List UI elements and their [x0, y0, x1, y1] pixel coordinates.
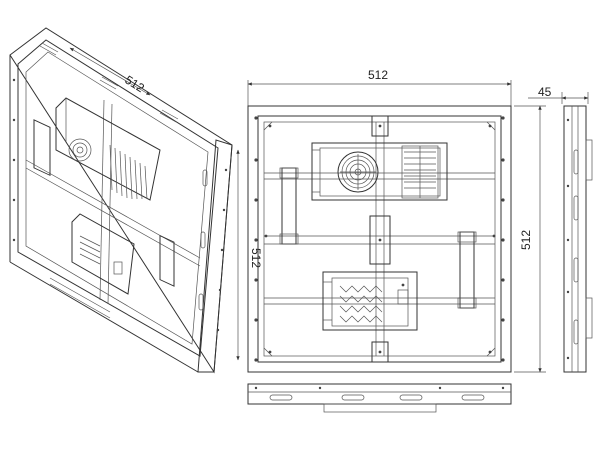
- side-profile: [563, 105, 587, 373]
- side-depth-label: 45: [538, 85, 552, 99]
- iso-height-label: 512: [249, 248, 263, 268]
- front-fan-icon: [337, 151, 379, 193]
- side-mount-holes: [566, 118, 570, 360]
- iso-receiving-card: [71, 213, 135, 295]
- front-power-supply: [311, 142, 448, 201]
- front-mount-holes: [254, 116, 505, 362]
- front-receiving-card: [322, 271, 418, 331]
- front-height-label: 512: [519, 230, 533, 250]
- bottom-profile: [247, 383, 512, 405]
- front-view: 512 512: [247, 68, 546, 373]
- front-right-bracket: [459, 231, 475, 309]
- front-terminal-block: [401, 145, 439, 199]
- iso-power-supply: [55, 97, 161, 201]
- isometric-view: 512 512: [9, 27, 263, 374]
- iso-mount-holes: [12, 78, 228, 332]
- bottom-view: [247, 383, 512, 413]
- front-width-label: 512: [368, 68, 388, 82]
- front-outer-frame: [247, 105, 512, 373]
- front-left-bracket: [281, 167, 297, 245]
- iso-front-face: [9, 27, 233, 374]
- iso-width-label: 512: [122, 73, 147, 96]
- side-view: 45: [528, 85, 593, 373]
- iso-fan-icon: [68, 138, 92, 162]
